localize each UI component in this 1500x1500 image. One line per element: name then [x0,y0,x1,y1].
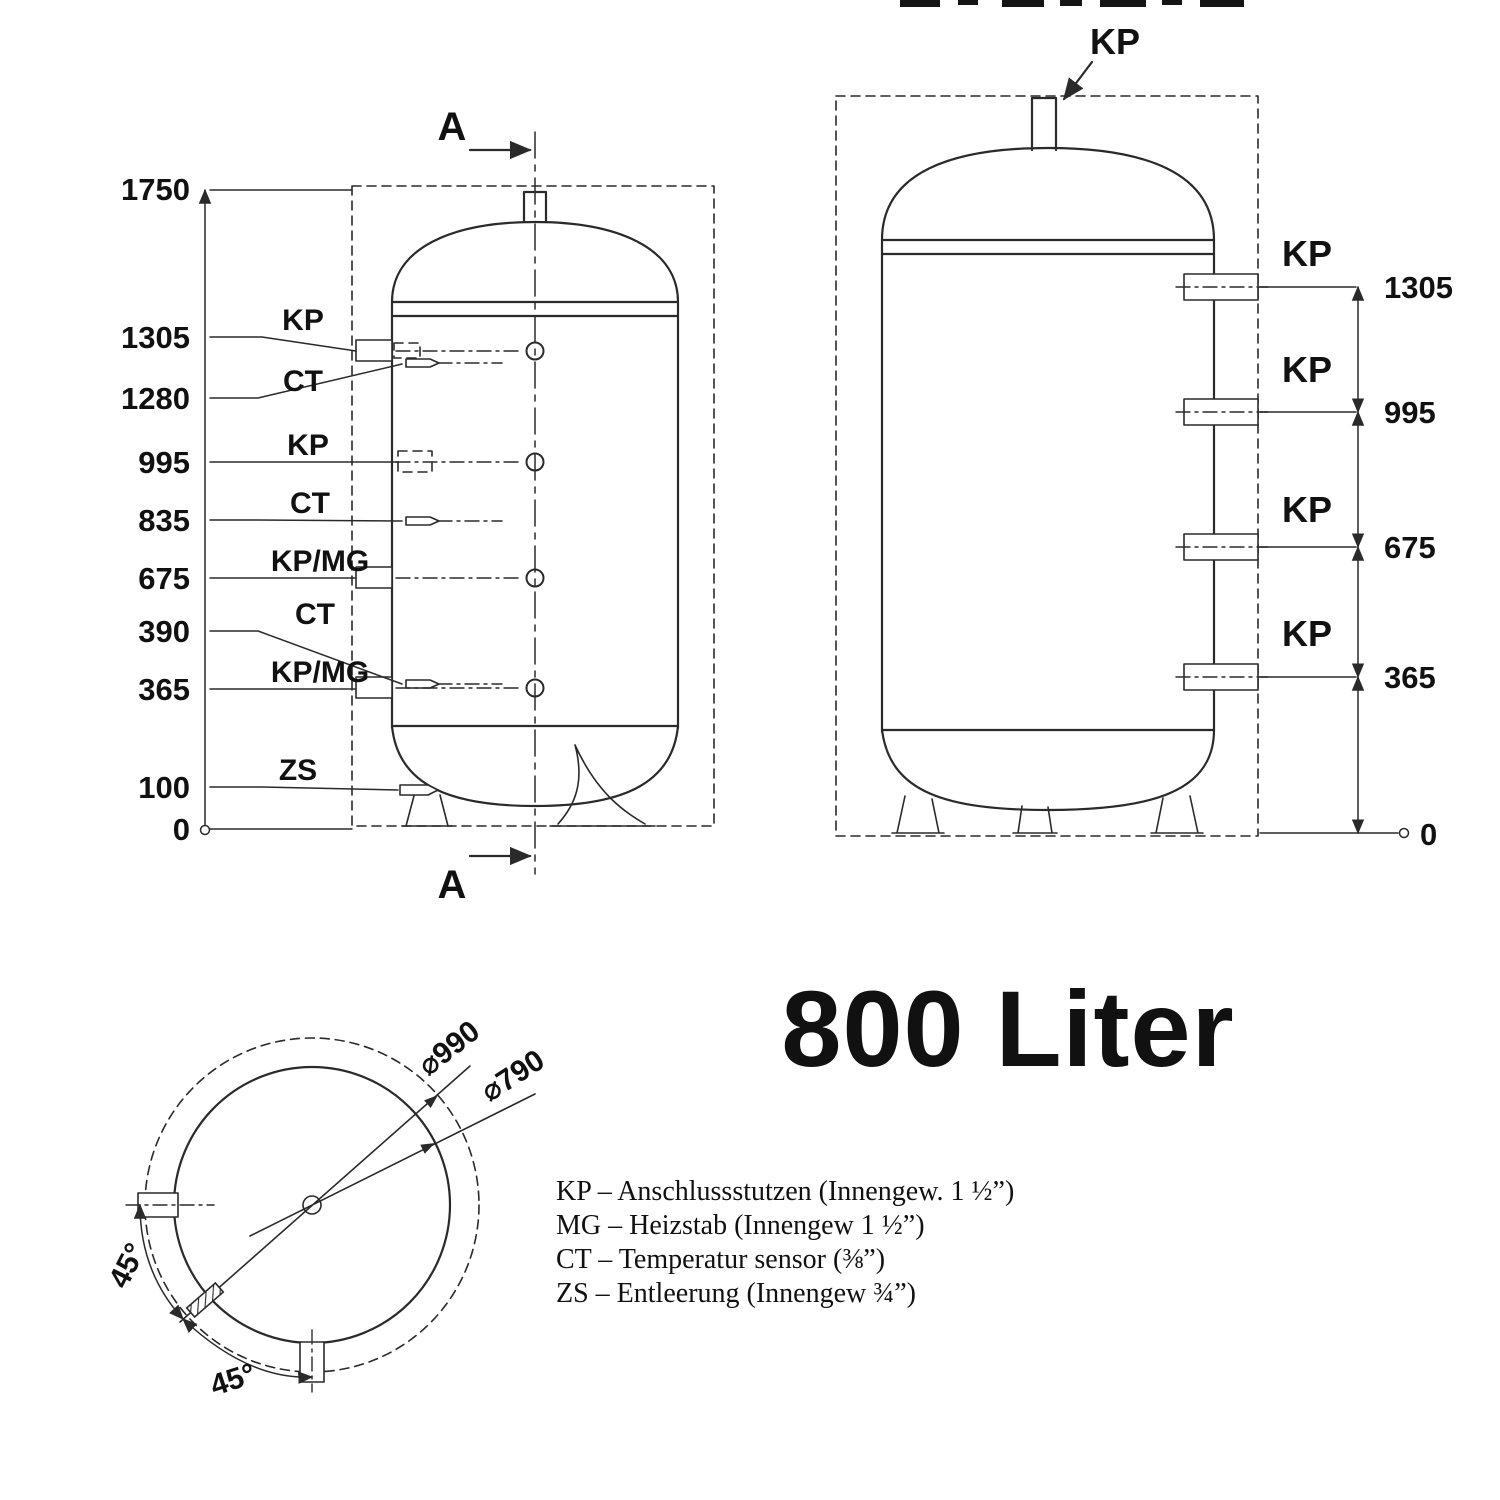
outer-diameter-label: ⌀990 [412,1015,486,1083]
datum-zero-marker [1398,827,1410,839]
left-elevation-view: A A 1750 1305 1280 995 835 675 390 365 1… [121,105,715,907]
port-label-ct-835: CT [290,487,330,520]
center-port-circle [302,1195,322,1215]
cropped-header-artifact [900,0,1244,7]
dim-995: 995 [138,445,190,480]
sensor-probes [399,358,440,796]
port-stubs-hidden-dashed [393,342,433,473]
dimension-leader-lines [209,189,403,830]
dim-1305: 1305 [1384,270,1453,305]
angle-bottom-label: 45° [206,1357,259,1402]
inner-diameter-label: ⌀790 [475,1044,550,1109]
legend-item-kp: KP – Anschlussstutzen (Innengew. 1 ½”) [556,1176,1014,1207]
inner-diameter-group: ⌀790 [475,1044,550,1109]
port-label-kp-4: KP [1282,613,1332,654]
dim-100: 100 [138,770,190,805]
right-dimensions: 1305 995 675 365 0 [1259,270,1453,852]
dim-1750: 1750 [121,172,190,207]
diameter-arrowhead-outer [424,1095,438,1108]
port-centerlines [1175,286,1269,678]
port-label-ct-390: CT [295,598,335,631]
insulation-outline-dashed [835,95,1259,837]
port-label-kp-995: KP [287,429,329,462]
left-port-labels: KP CT KP CT KP/MG CT KP/MG ZS [271,304,369,787]
dim-0: 0 [1420,817,1437,852]
port-centerlines [395,350,523,689]
dim-675: 675 [138,561,190,596]
port-stubs [1183,273,1259,691]
dim-995: 995 [1384,395,1436,430]
dim-365: 365 [138,672,190,707]
dim-835: 835 [138,503,190,538]
section-label-bottom: A [438,863,467,907]
port-label-kp-1305: KP [282,304,324,337]
angle-bottom-group: 45° [206,1357,259,1402]
port-label-kp-3: KP [1282,489,1332,530]
outer-diameter-group: ⌀990 [412,1015,486,1083]
legend-item-ct: CT – Temperatur sensor (⅜”) [556,1244,885,1275]
section-cut-marker: A A [438,105,532,907]
port-label-zs-100: ZS [279,754,317,787]
port-label-kp-2: KP [1282,349,1332,390]
tank-feet [401,744,656,827]
dim-0: 0 [173,812,190,847]
dim-1280: 1280 [121,381,190,416]
left-dimensions: 1750 1305 1280 995 835 675 390 365 100 0 [121,172,403,847]
tank-feet [891,795,1204,834]
legend: KP – Anschlussstutzen (Innengew. 1 ½”) M… [556,1176,1014,1309]
angle-arc-bottom [182,1318,314,1384]
diameter-leader-lines [179,1065,536,1323]
top-port-callout: KP [1062,21,1140,101]
hatched-probe [185,1281,225,1319]
insulation-outline-dashed [351,185,715,827]
port-label-kpmg-365: KP/MG [271,656,369,689]
port-label-ct-1280: CT [283,365,323,398]
top-port-label: KP [1090,21,1140,62]
dim-365: 365 [1384,660,1436,695]
dim-675: 675 [1384,530,1436,565]
dimension-extension-lines [1259,286,1399,834]
datum-zero-marker [199,824,211,836]
right-elevation-view: KP KP KP KP KP 1305 995 675 365 0 [835,21,1453,852]
dim-390: 390 [138,614,190,649]
legend-item-mg: MG – Heizstab (Innengew 1 ½”) [556,1210,925,1241]
dim-1305: 1305 [121,320,190,355]
port-label-kp-1: KP [1282,233,1332,274]
plan-port-centerlines [125,1204,313,1393]
tank-outline [880,96,1216,812]
port-stubs-solid [355,339,393,699]
top-plan-view: 45° 45° ⌀990 ⌀790 [103,1015,551,1403]
page-title: 800 Liter [781,968,1234,1089]
right-port-labels: KP KP KP KP [1282,233,1332,654]
angle-arc-left [133,1203,184,1320]
port-label-kpmg-675: KP/MG [271,545,369,578]
section-label-top: A [438,105,467,149]
legend-item-zs: ZS – Entleerung (Innengew ¾”) [556,1278,916,1309]
section-port-circles [525,341,545,698]
diameter-arrowhead-inner [420,1143,435,1154]
